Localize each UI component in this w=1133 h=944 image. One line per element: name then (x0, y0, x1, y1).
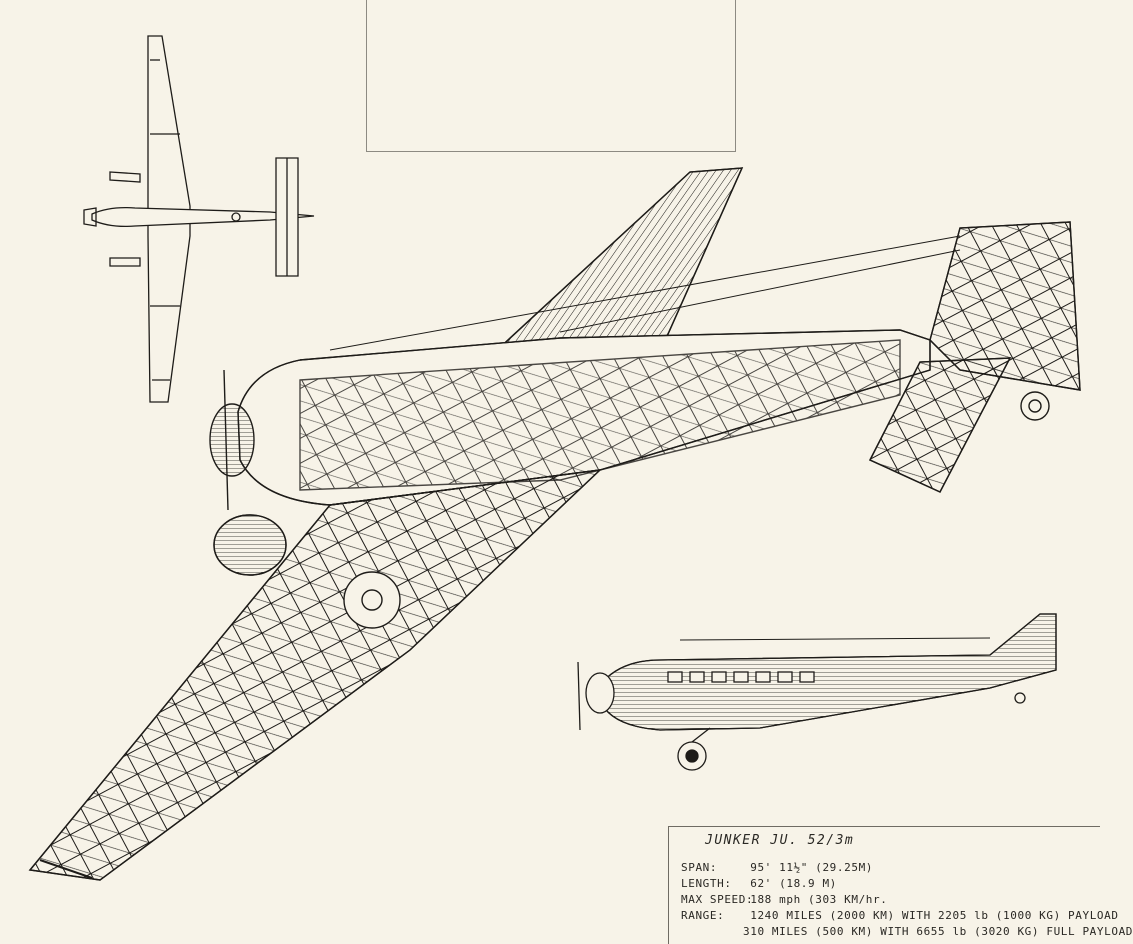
spec-title: JUNKER JU. 52/3m (705, 833, 855, 848)
aircraft-illustrations (28, 35, 1081, 881)
plan-view (83, 35, 315, 403)
spec-range: RANGE: 1240 MILES (2000 KM) WITH 2205 lb… (681, 909, 1119, 922)
spec-speed: MAX SPEED: 188 mph (303 KM/hr. (681, 893, 887, 906)
spec-length-value: 62' (18.9 M) (750, 877, 837, 890)
spec-range-label: RANGE: (681, 909, 725, 922)
cutaway-view (28, 167, 1081, 881)
spec-range-value-2: 310 MILES (500 KM) WITH 6655 lb (3020 KG… (743, 925, 1133, 938)
spec-span: SPAN: 95' 11½" (29.25M) (681, 861, 873, 874)
drawing-sheet: JUNKER JU. 52/3m SPAN: 95' 11½" (29.25M)… (28, 0, 1132, 944)
spec-speed-value: 188 mph (303 KM/hr. (750, 893, 888, 906)
spec-span-label: SPAN: (681, 861, 718, 874)
spec-length: LENGTH: 62' (18.9 M) (681, 877, 837, 890)
side-elevation (577, 613, 1057, 771)
specification-block: JUNKER JU. 52/3m SPAN: 95' 11½" (29.25M)… (668, 826, 1132, 944)
spec-length-label: LENGTH: (681, 877, 732, 890)
spec-span-value: 95' 11½" (29.25M) (750, 861, 874, 874)
spec-range-value-1: 1240 MILES (2000 KM) WITH 2205 lb (1000 … (750, 909, 1119, 922)
spec-speed-label: MAX SPEED: (681, 893, 754, 906)
blank-frame (366, 0, 736, 152)
